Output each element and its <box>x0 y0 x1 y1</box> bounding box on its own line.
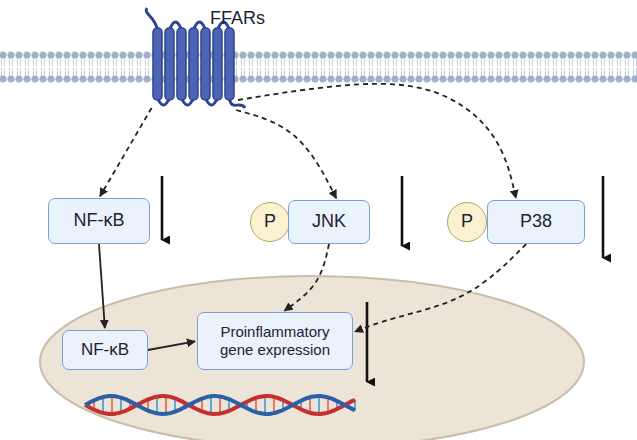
node-label: JNK <box>312 211 346 233</box>
receptor-node: FFARs <box>148 10 238 110</box>
nucleus <box>40 276 584 440</box>
process-box: NF-κB <box>62 330 148 370</box>
node-label: P <box>461 211 473 233</box>
node-label: NF-κB <box>74 210 125 232</box>
decrease-arrow <box>602 176 605 258</box>
decrease-arrow <box>161 176 164 240</box>
node-label: Proinflammatory gene expression <box>210 323 340 359</box>
signal-arrow <box>100 108 152 196</box>
signal-arrow <box>238 84 516 198</box>
decrease-arrow <box>162 176 603 382</box>
dna-helix <box>85 396 355 414</box>
decrease-arrow <box>401 176 404 246</box>
process-box: JNK <box>288 200 370 244</box>
node-label: NF-κB <box>81 340 129 360</box>
node-label: P38 <box>520 211 552 233</box>
cell-membrane <box>0 51 637 82</box>
process-box: NF-κB <box>48 198 150 244</box>
signal-arrow <box>99 244 105 328</box>
signal-arrow <box>284 244 329 311</box>
signal-arrow <box>148 341 195 350</box>
decrease-arrow <box>366 302 369 382</box>
signal-arrow <box>236 110 336 198</box>
process-box: Proinflammatory gene expression <box>197 312 353 370</box>
signal-arrow <box>355 244 526 332</box>
receptor-label: FFARs <box>210 8 265 30</box>
phospho-circle: P <box>250 202 290 242</box>
node-label: P <box>264 211 276 233</box>
process-box: P38 <box>487 200 585 244</box>
phospho-circle: P <box>447 202 487 242</box>
